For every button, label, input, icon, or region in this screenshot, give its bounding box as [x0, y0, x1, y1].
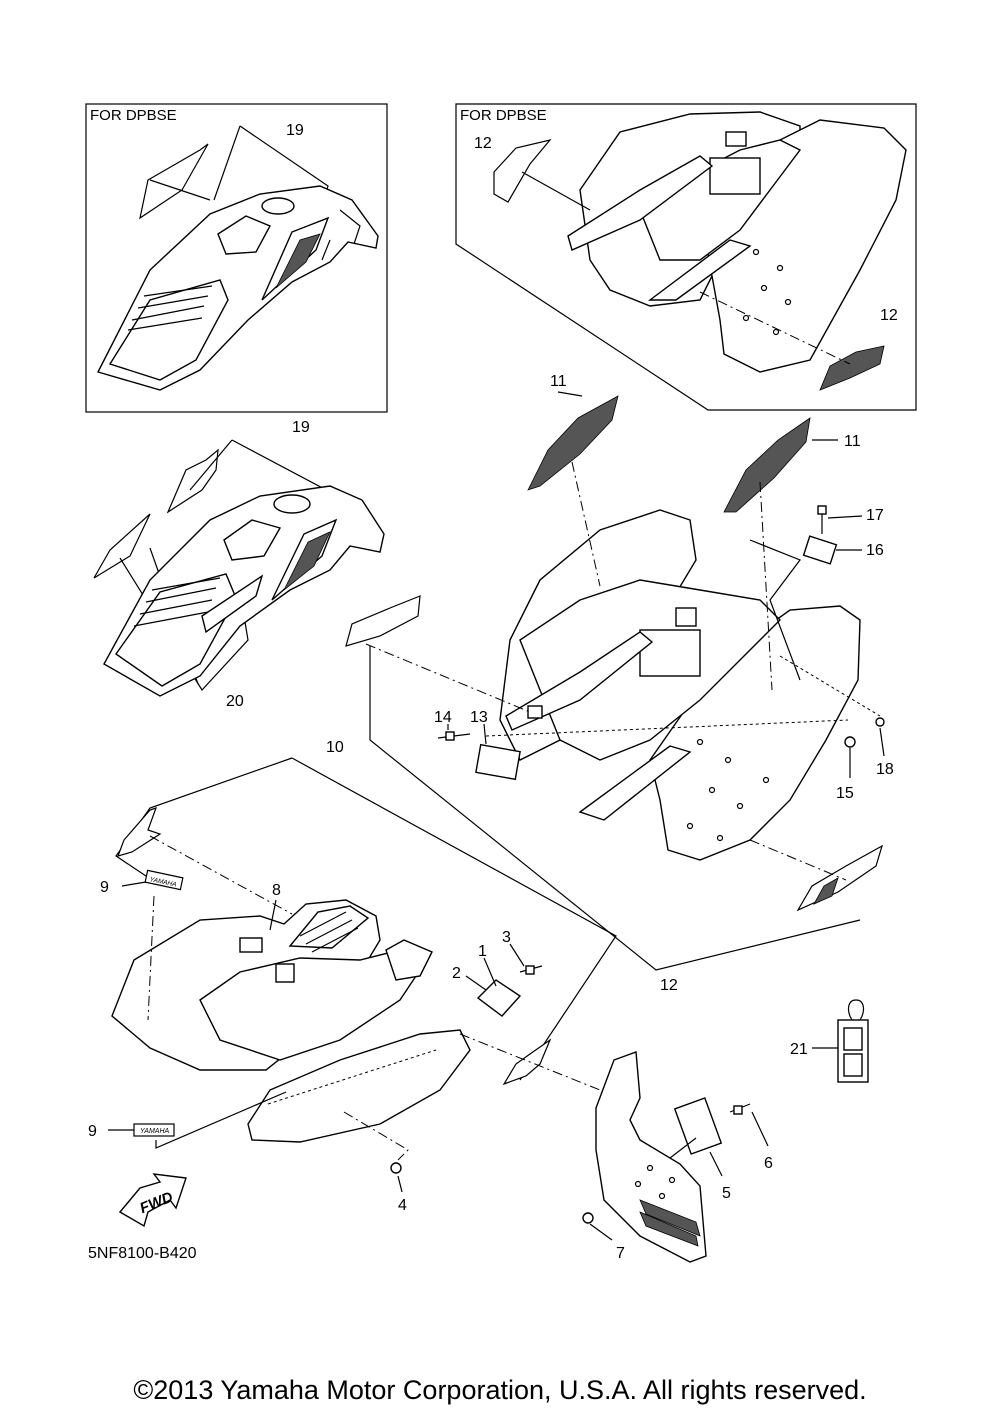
- yamaha-text-lower: YAMAHA: [140, 1128, 170, 1135]
- inset-box-right: FOR DPBSE 12 12: [455, 103, 917, 411]
- callout-19-inset: 19: [286, 122, 304, 139]
- callout-18: 18: [876, 761, 894, 778]
- inset-left-title: FOR DPBSE: [90, 107, 177, 124]
- callout-21: 21: [790, 1041, 808, 1058]
- callout-7: 7: [616, 1245, 625, 1262]
- bolt-3: [519, 965, 543, 975]
- rear-fender-assembly-left: 19 20: [93, 419, 385, 710]
- callout-1: 1: [478, 943, 487, 960]
- callout-12-inset-a: 12: [474, 135, 492, 152]
- bolt-6: [729, 1103, 751, 1115]
- side-decal-19-inset: [139, 143, 209, 220]
- rear-fender-detail-inset: [567, 111, 907, 373]
- plate-5: [673, 1097, 723, 1155]
- decal-12-main-right: [796, 844, 883, 912]
- decal-11-left: [527, 395, 619, 491]
- callout-11-left: 11: [550, 373, 567, 390]
- callout-12-inset-b: 12: [880, 307, 898, 324]
- callout-15: 15: [836, 785, 854, 802]
- nut-4: [390, 1162, 402, 1174]
- callout-9-upper: 9: [100, 879, 109, 896]
- callout-20: 20: [226, 693, 244, 710]
- mud-flap: [595, 1051, 707, 1263]
- callout-8: 8: [272, 882, 281, 899]
- screw-17: [817, 505, 827, 534]
- callout-6: 6: [764, 1155, 773, 1172]
- rear-fender-inset: [96, 185, 379, 391]
- yamaha-decal-lower: YAMAHA: [133, 1123, 175, 1137]
- rear-fender-main: [499, 509, 861, 861]
- plate-13: [475, 743, 521, 781]
- decal-10-left: [117, 807, 162, 857]
- callout-17: 17: [866, 507, 884, 524]
- callout-3: 3: [502, 929, 511, 946]
- callout-2: 2: [452, 965, 461, 982]
- diagram-code: 5NF8100-B420: [88, 1245, 197, 1262]
- nut-18: [875, 717, 885, 727]
- decal-19-side: [166, 448, 219, 514]
- nut-7: [582, 1212, 594, 1224]
- decal-11-right: [723, 417, 811, 513]
- callout-12-main: 12: [660, 977, 678, 994]
- callout-14: 14: [434, 709, 452, 726]
- caution-tag-21: [837, 999, 869, 1083]
- callout-19: 19: [292, 419, 310, 436]
- copyright-notice: ©2013 Yamaha Motor Corporation, U.S.A. A…: [133, 1375, 867, 1405]
- callout-11-right: 11: [844, 433, 861, 450]
- callout-5: 5: [722, 1185, 731, 1202]
- decal-12-inset-right: [819, 345, 885, 391]
- inset-box-left: FOR DPBSE 19: [85, 103, 388, 413]
- plate-16: [802, 535, 838, 565]
- plate-2: [476, 979, 522, 1017]
- fwd-arrow-icon: FWD: [118, 1173, 187, 1228]
- decal-12-main-left: [345, 595, 421, 647]
- yamaha-decal-upper: YAMAHA: [144, 869, 184, 891]
- decal-20-side: [93, 513, 151, 579]
- front-fender: [111, 899, 471, 1143]
- decal-10-right: [502, 1038, 552, 1086]
- callout-13: 13: [470, 709, 488, 726]
- nut-15: [844, 736, 856, 748]
- screw-14: [437, 731, 471, 741]
- decal-12-inset-left: [493, 139, 552, 203]
- callout-9-lower: 9: [88, 1123, 97, 1140]
- inset-right-title: FOR DPBSE: [460, 107, 547, 124]
- callout-4: 4: [398, 1197, 407, 1214]
- callout-16: 16: [866, 542, 884, 559]
- callout-10: 10: [326, 739, 344, 756]
